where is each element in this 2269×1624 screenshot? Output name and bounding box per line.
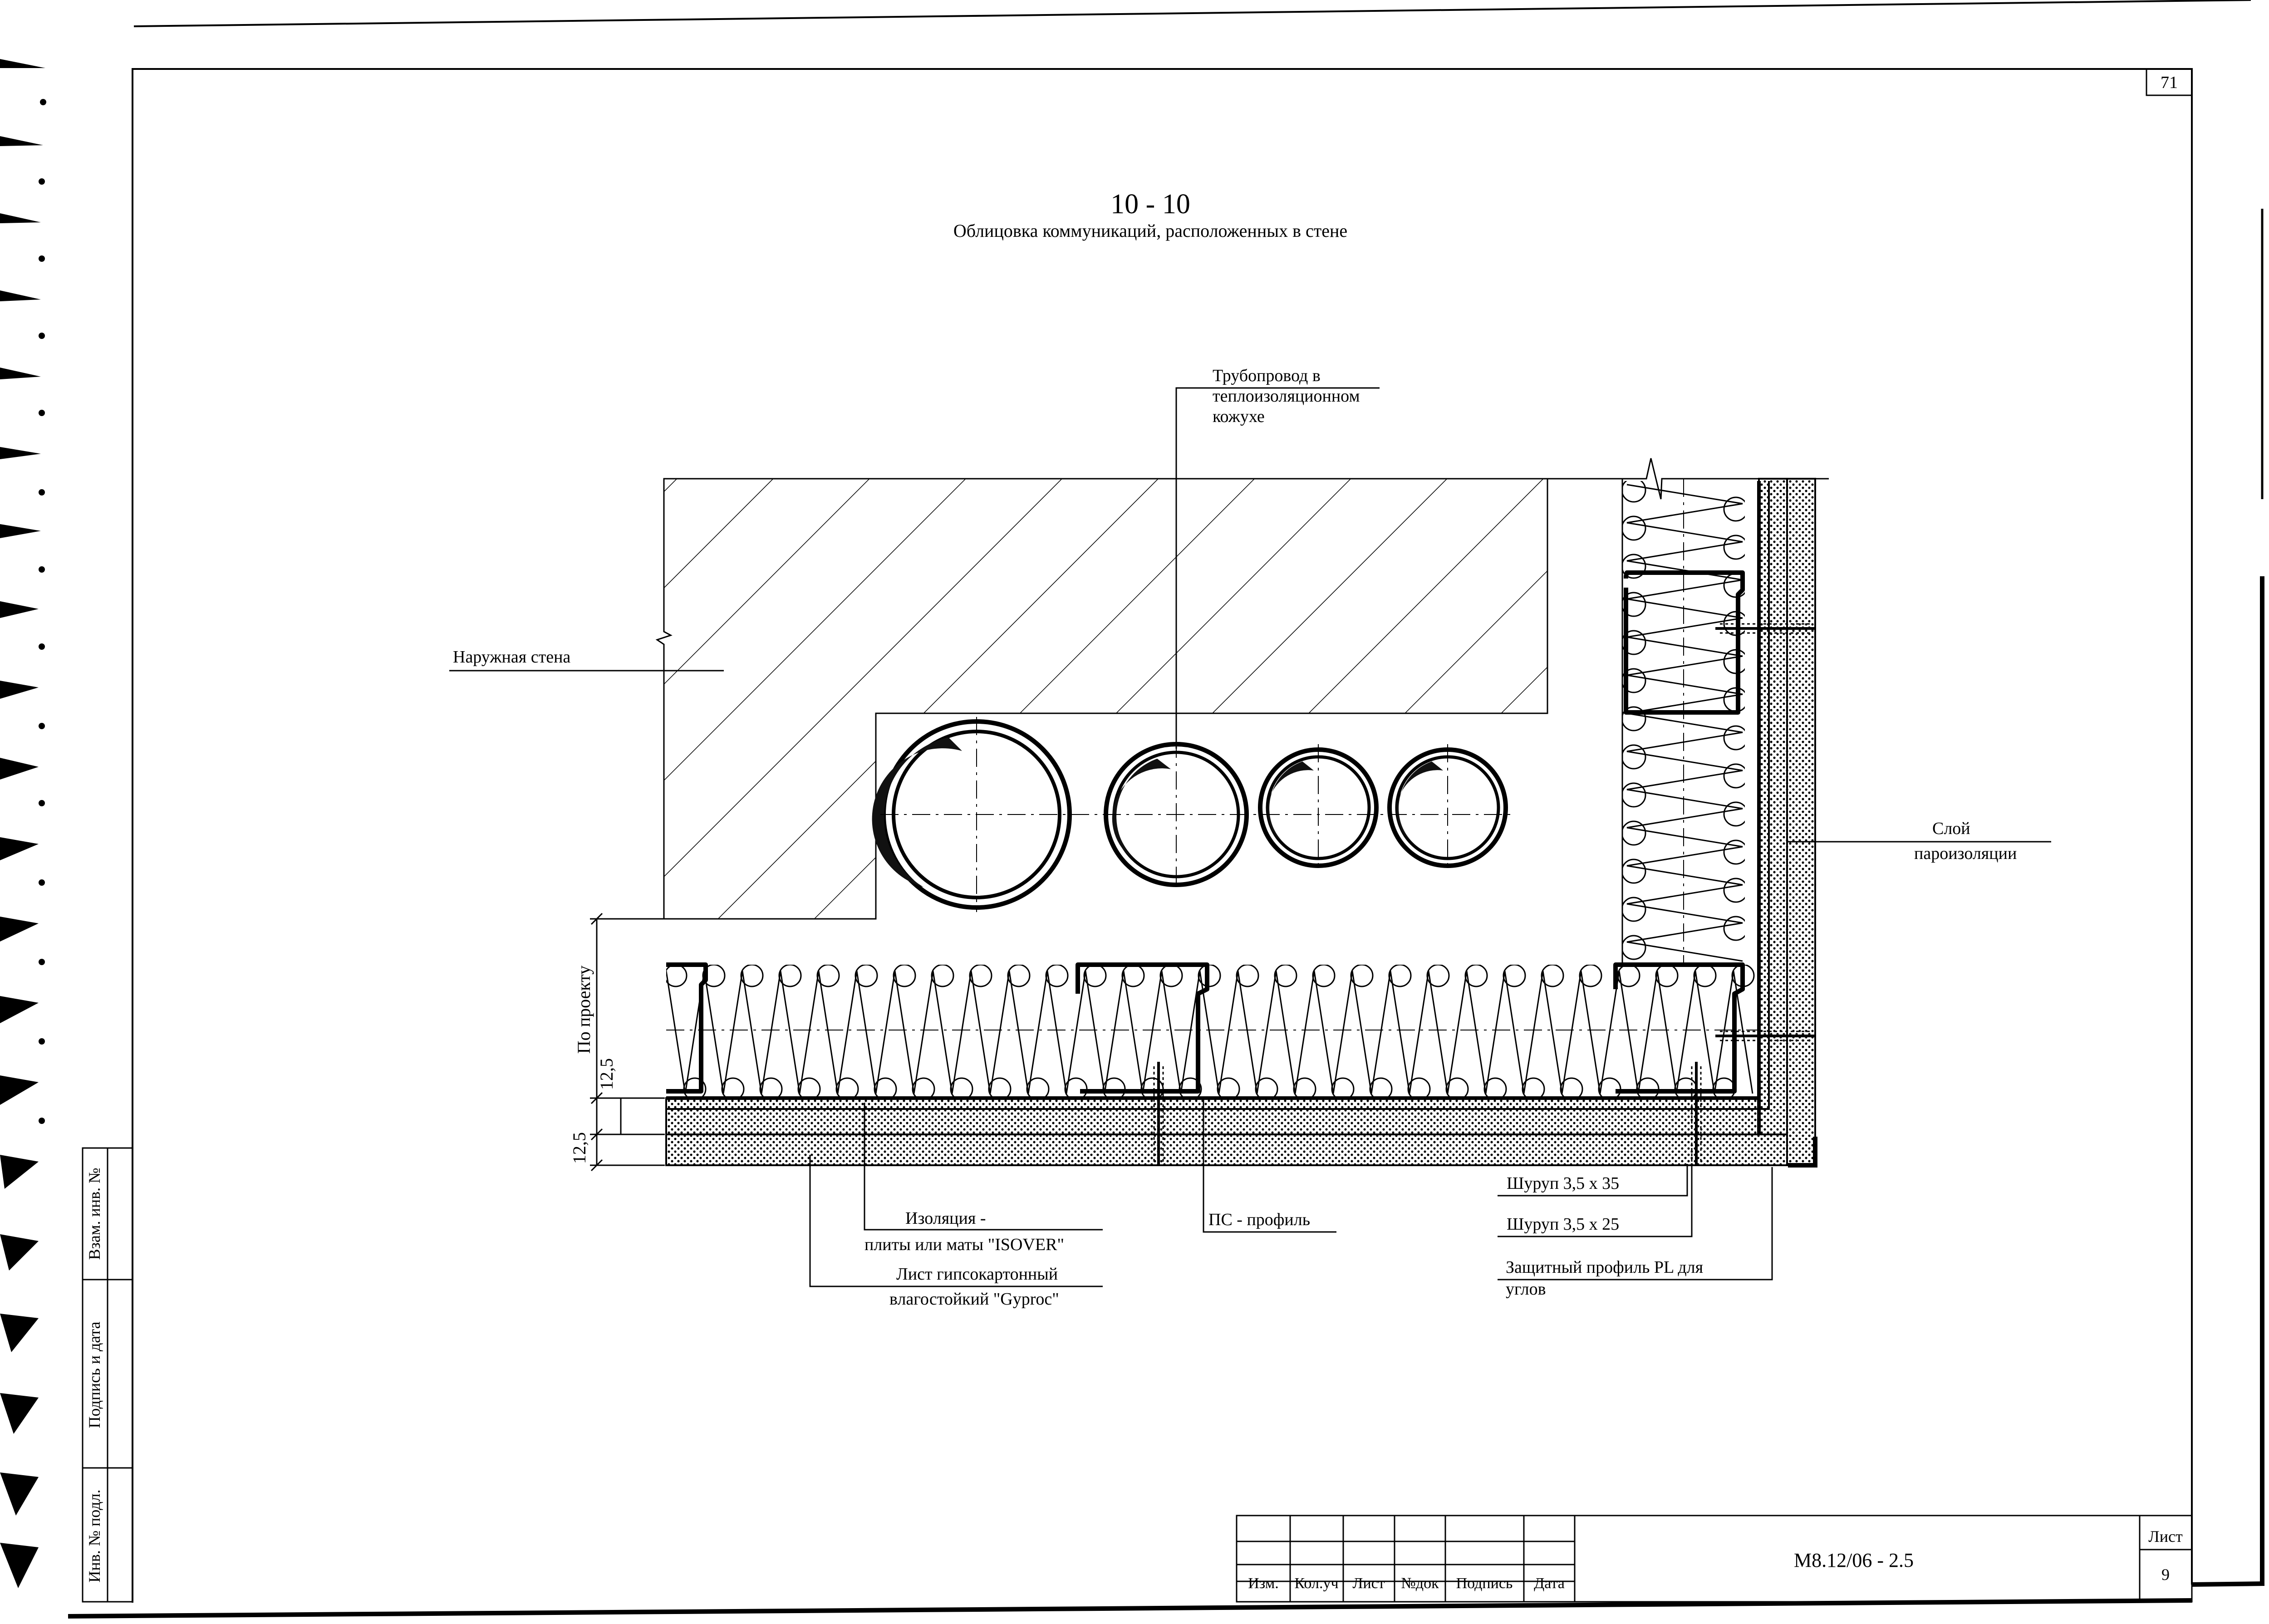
binding-marks — [0, 59, 46, 1588]
sheet-label: Лист — [2148, 1527, 2183, 1545]
callout-pipeline-3: кожухе — [1213, 407, 1265, 426]
callout-vapor-1: Слой — [1932, 819, 1970, 838]
bottom-insulation — [666, 965, 1755, 1098]
screw-right-upper — [1715, 623, 1815, 634]
insulation-centerlines — [666, 479, 1761, 1030]
callout-outer-wall: Наружная стена — [453, 648, 570, 667]
tb-header-izm: Изм. — [1248, 1575, 1279, 1592]
tb-header-list: Лист — [1352, 1575, 1385, 1592]
section-subtitle: Облицовка коммуникаций, расположенных в … — [953, 221, 1347, 241]
stamp-sign-date: Подпись и дата — [85, 1321, 103, 1428]
section-title: 10 - 10 — [1110, 189, 1190, 220]
sheet-value: 9 — [2161, 1565, 2170, 1584]
vapour-barrier — [666, 481, 1770, 1110]
tb-header-podpis: Подпись — [1456, 1575, 1513, 1592]
callout-pl-profile-2: углов — [1506, 1280, 1546, 1299]
top-sheet-number: 71 — [2161, 73, 2178, 92]
dim-by-project: По проекту — [574, 966, 594, 1054]
callout-gypsum-2: влагостойкий "Gyproc" — [889, 1290, 1059, 1309]
right-insulation — [1622, 481, 1745, 962]
sheet-frame — [68, 0, 2265, 1619]
top-sheet-number-box: 71 — [2146, 68, 2193, 96]
pipes — [872, 717, 1511, 912]
callout-insulation-1: Изоляция - — [905, 1209, 986, 1228]
callout-insulation-2: плиты или маты "ISOVER" — [864, 1235, 1064, 1254]
callout-pipeline-1: Трубопровод в — [1213, 366, 1321, 385]
ps-profiles — [666, 570, 1745, 1094]
screw-bottom-right — [1691, 1062, 1702, 1165]
tb-header-kolvo: Кол.уч — [1294, 1575, 1338, 1592]
tb-header-data: Дата — [1534, 1575, 1565, 1592]
screws — [1153, 623, 1815, 1165]
callout-ps-profile: ПС - профиль — [1208, 1210, 1310, 1229]
dim-outer: 12,5 — [569, 1132, 589, 1164]
callout-vapor-2: пароизоляции — [1914, 844, 2017, 863]
gypsum-boards — [665, 478, 1816, 1166]
callout-pipeline-2: теплоизоляционном — [1213, 387, 1360, 406]
screw-right-lower — [1715, 1030, 1815, 1041]
title-block — [1236, 1515, 2193, 1603]
stamp-inv-original: Инв. № подл. — [85, 1489, 103, 1582]
dim-inner: 12,5 — [596, 1058, 617, 1090]
document-code: М8.12/06 - 2.5 — [1794, 1549, 1914, 1571]
stamp-inv-replace: Взам. инв. № — [85, 1168, 103, 1260]
callout-screw-25: Шуруп 3,5 х 25 — [1507, 1215, 1619, 1234]
leader-lines — [449, 387, 2051, 1287]
tb-header-ndok: №док — [1401, 1575, 1439, 1592]
callout-pl-profile-1: Защитный профиль PL для — [1506, 1258, 1703, 1277]
side-stamp — [82, 1147, 133, 1603]
callout-screw-35: Шуруп 3,5 х 35 — [1507, 1174, 1619, 1193]
dimensions — [590, 913, 665, 1172]
pl-corner-profile — [1788, 1137, 1817, 1168]
callout-gypsum-1: Лист гипсокартонный — [896, 1265, 1058, 1284]
screw-bottom-middle — [1153, 1062, 1164, 1165]
